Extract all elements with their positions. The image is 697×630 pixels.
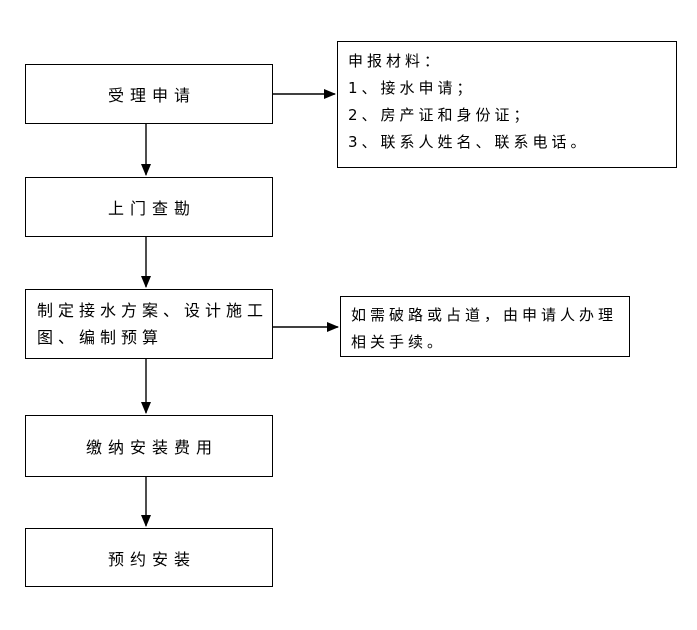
step-site-survey: 上门查勘 (25, 177, 273, 237)
step-label-line: 制定接水方案、设计施工 (37, 301, 269, 320)
step-label: 缴纳安装费用 (85, 438, 218, 457)
step-label: 受理申请 (107, 86, 196, 105)
note-line: 3、联系人姓名、联系电话。 (348, 133, 590, 151)
note-application-materials: 申报材料： 1、接水申请； 2、房产证和身份证； 3、联系人姓名、联系电话。 (337, 41, 677, 168)
step-accept-application: 受理申请 (25, 64, 273, 124)
step-label-line: 图、编制预算 (37, 328, 164, 347)
note-line: 如需破路或占道，由申请人办理 (351, 306, 618, 324)
step-schedule-installation: 预约安装 (25, 528, 273, 587)
note-line: 1、接水申请； (348, 79, 476, 97)
step-label: 预约安装 (107, 549, 196, 569)
note-line: 2、房产证和身份证； (348, 106, 533, 124)
note-line: 相关手续。 (351, 333, 447, 351)
step-label: 上门查勘 (107, 199, 196, 218)
step-pay-installation-fee: 缴纳安装费用 (25, 415, 273, 477)
note-line: 申报材料： (348, 52, 444, 70)
note-road-occupation: 如需破路或占道，由申请人办理 相关手续。 (340, 296, 630, 357)
step-plan-design-budget: 制定接水方案、设计施工 图、编制预算 (25, 289, 273, 359)
